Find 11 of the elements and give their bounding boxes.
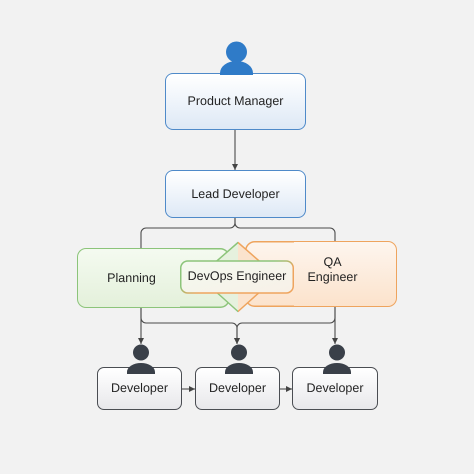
arrow xyxy=(182,386,195,392)
arrow xyxy=(332,307,338,344)
arrow xyxy=(232,130,238,170)
process-box: Developer xyxy=(97,367,182,410)
process-box: Developer xyxy=(195,367,280,410)
arrow xyxy=(280,386,292,392)
process-box: Planning xyxy=(77,248,180,308)
process-box: Lead Developer xyxy=(165,170,306,218)
process-box: Developer xyxy=(292,367,378,410)
process-box: Product Manager xyxy=(165,73,306,130)
process-box: QA Engineer xyxy=(294,241,397,307)
